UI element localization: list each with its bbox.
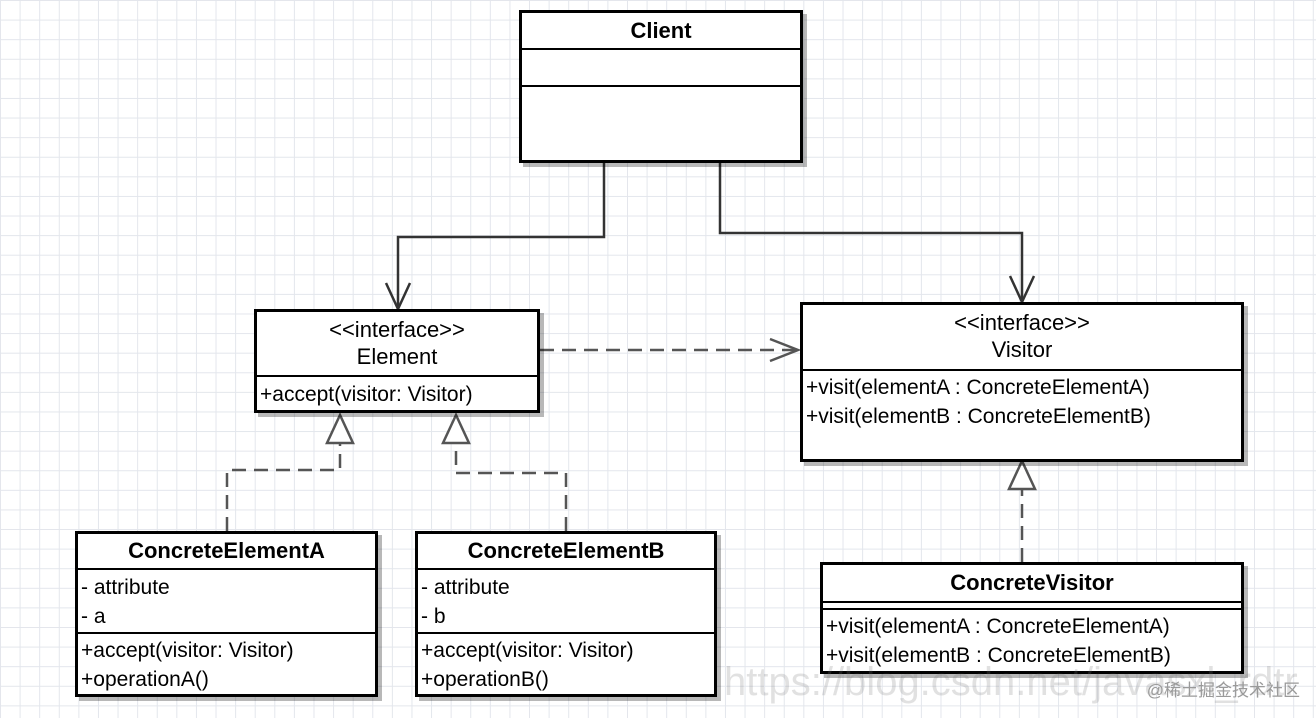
- element-header: <<interface>> Element: [257, 312, 537, 377]
- client-class-name: Client: [522, 13, 800, 50]
- concrete-element-b-class: ConcreteElementB - attribute - b +accept…: [415, 531, 717, 697]
- concrete-element-b-realization: [454, 444, 568, 531]
- community-badge: @稀土掘金技术社区: [1146, 681, 1300, 700]
- concrete-element-a-name: ConcreteElementA: [78, 534, 375, 570]
- visitor-name: Visitor: [991, 337, 1053, 362]
- visitor-header: <<interface>> Visitor: [803, 305, 1241, 371]
- concrete-element-a-realization: [225, 444, 342, 531]
- visitor-operation: +visit(elementB : ConcreteElementB): [806, 405, 1151, 428]
- url-watermark: https://blog.csdn.net/javasxl_rdtr: [724, 660, 1298, 704]
- visitor-stereotype: <<interface>>: [954, 310, 1090, 335]
- attribute-line: - attribute: [421, 576, 510, 599]
- concrete-visitor-class: ConcreteVisitor +visit(elementA : Concre…: [820, 562, 1244, 674]
- operation-line: +visit(elementA : ConcreteElementA): [826, 615, 1170, 638]
- concrete-visitor-triangle: [1007, 458, 1037, 491]
- concrete-element-a-attributes: - attribute - a: [78, 570, 375, 634]
- concrete-visitor-attributes: [823, 603, 1241, 610]
- attribute-line: - b: [421, 605, 446, 628]
- concrete-element-a-class: ConcreteElementA - attribute - a +accept…: [75, 531, 378, 697]
- element-stereotype: <<interface>>: [329, 317, 465, 342]
- concrete-element-a-triangle: [325, 412, 355, 445]
- concrete-element-b-operations: +accept(visitor: Visitor) +operationB(): [418, 634, 714, 694]
- element-to-visitor-arrowhead: [769, 337, 802, 363]
- attribute-line: - attribute: [81, 576, 170, 599]
- attribute-line: - a: [81, 605, 106, 628]
- operation-line: +accept(visitor: Visitor): [421, 639, 634, 662]
- concrete-visitor-name: ConcreteVisitor: [823, 565, 1241, 603]
- operation-line: +operationB(): [421, 668, 549, 691]
- concrete-visitor-operations: +visit(elementA : ConcreteElementA) +vis…: [823, 610, 1241, 670]
- client-class: Client: [519, 10, 803, 163]
- element-interface: <<interface>> Element +accept(visitor: V…: [254, 309, 540, 413]
- operation-line: +visit(elementB : ConcreteElementB): [826, 644, 1171, 667]
- client-attributes: [522, 50, 800, 87]
- operation-line: +operationA(): [81, 668, 209, 691]
- concrete-element-b-name: ConcreteElementB: [418, 534, 714, 570]
- visitor-operations: +visit(elementA : ConcreteElementA) +vis…: [803, 371, 1241, 431]
- element-operations: +accept(visitor: Visitor): [257, 377, 537, 409]
- client-to-element-association: [396, 162, 606, 309]
- visitor-operation: +visit(elementA : ConcreteElementA): [806, 376, 1150, 399]
- operation-line: +accept(visitor: Visitor): [81, 639, 294, 662]
- concrete-element-a-operations: +accept(visitor: Visitor) +operationA(): [78, 634, 375, 694]
- client-to-visitor-association: [718, 162, 1024, 302]
- element-name: Element: [356, 344, 438, 369]
- element-operation: +accept(visitor: Visitor): [260, 383, 473, 406]
- concrete-element-b-attributes: - attribute - b: [418, 570, 714, 634]
- visitor-interface: <<interface>> Visitor +visit(elementA : …: [800, 302, 1244, 462]
- concrete-element-b-triangle: [441, 412, 471, 445]
